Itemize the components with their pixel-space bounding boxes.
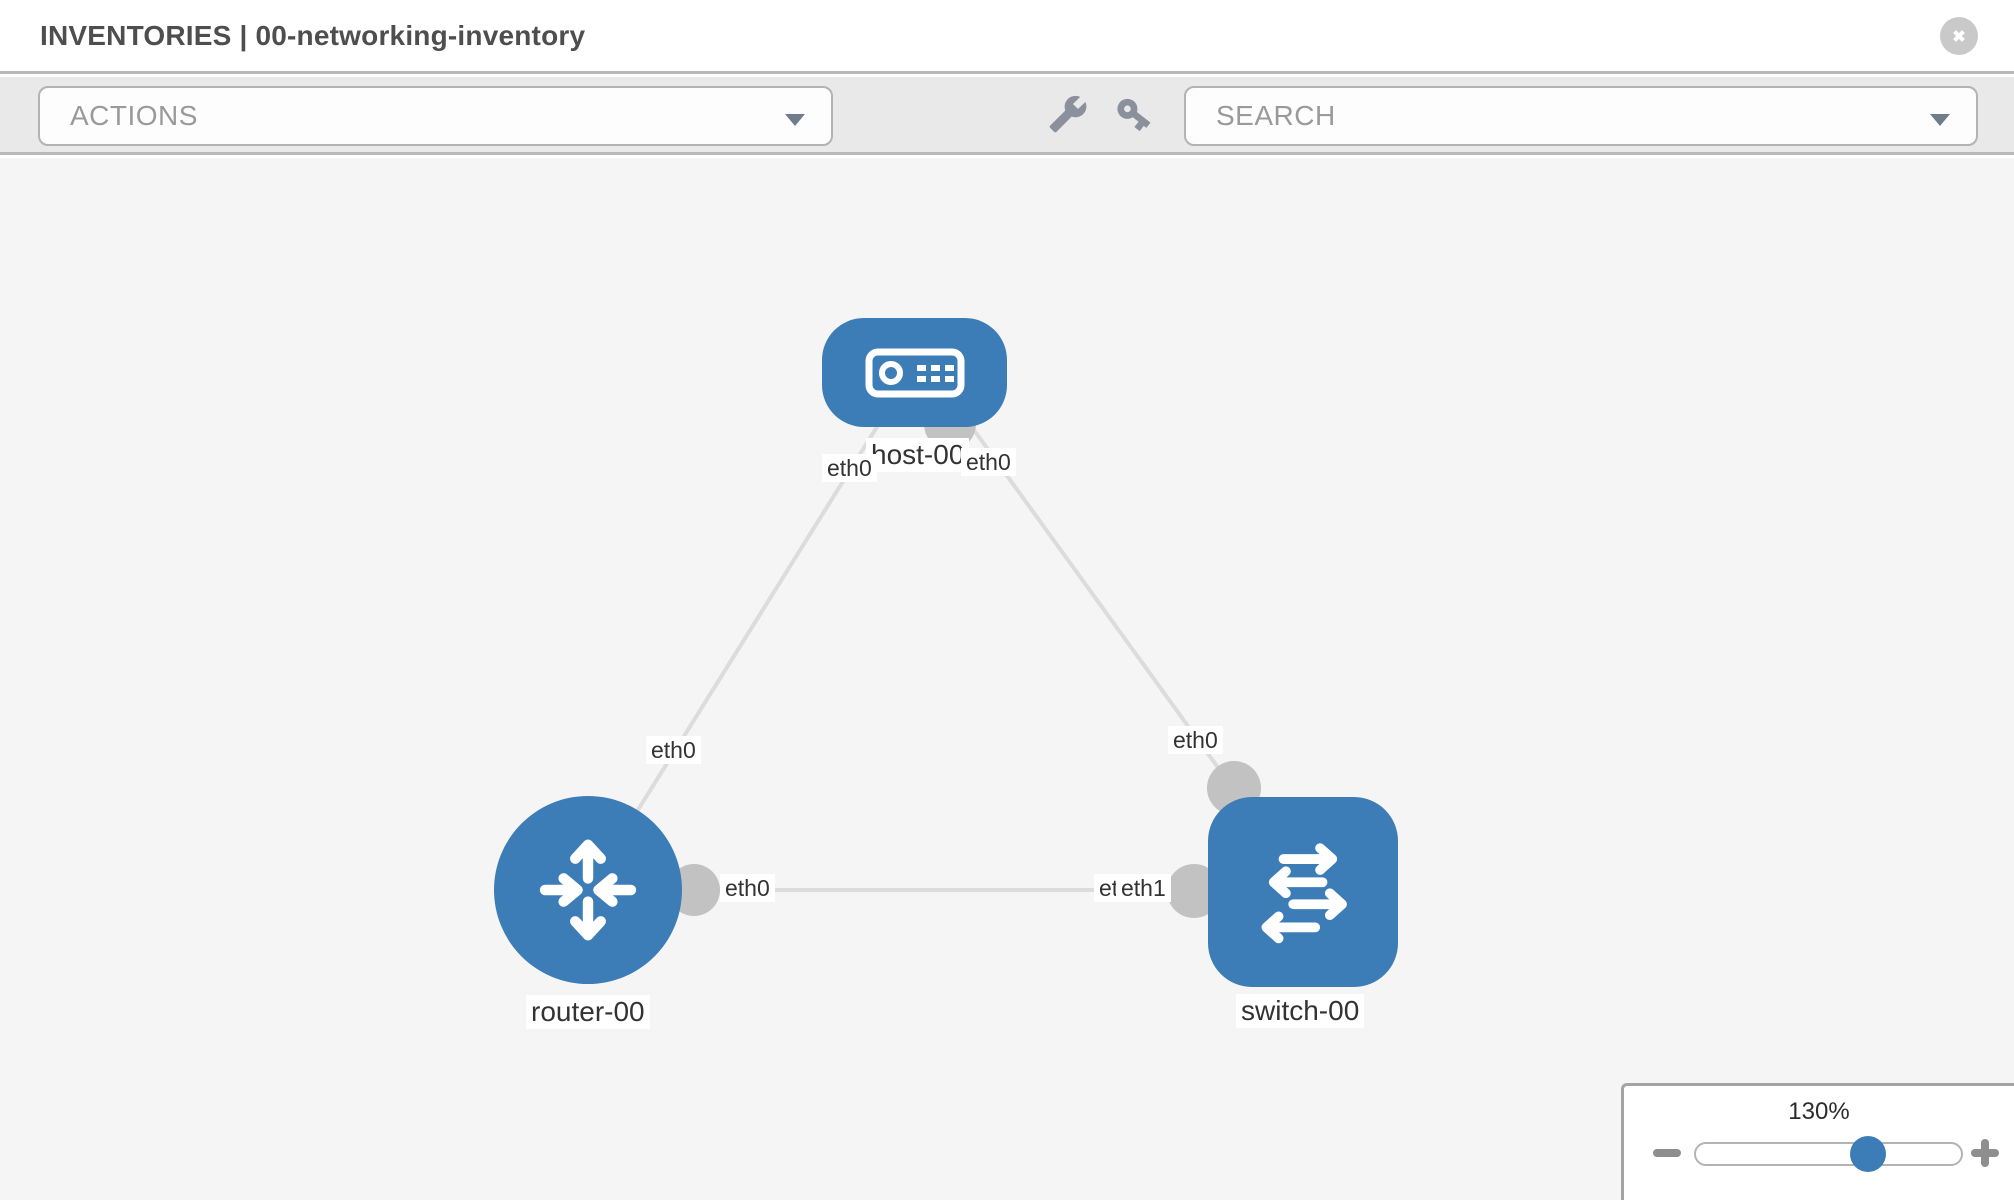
router-icon	[539, 839, 637, 941]
zoom-out-button[interactable]	[1653, 1149, 1681, 1157]
search-placeholder: SEARCH	[1216, 100, 1336, 131]
key-icon[interactable]	[1114, 94, 1154, 139]
search-dropdown[interactable]: SEARCH	[1184, 86, 1978, 146]
node-label-switch-00: switch-00	[1236, 994, 1365, 1029]
switch-icon	[1261, 843, 1347, 944]
node-host-00[interactable]	[822, 318, 1007, 427]
interface-label-eth0-switch-link: eth0	[1168, 726, 1223, 755]
wrench-icon[interactable]	[1048, 94, 1088, 139]
interface-label-eth0-host-left: eth0	[822, 454, 877, 483]
interface-label-eth0-host-right: eth0	[961, 448, 1016, 477]
links-layer	[586, 388, 1300, 918]
interface-label-eth0-router-right: eth0	[720, 874, 775, 903]
node-label-router-00: router-00	[526, 995, 650, 1030]
node-router-00[interactable]	[494, 796, 682, 984]
node-label-host-00: host-00	[866, 438, 970, 473]
actions-dropdown-label: ACTIONS	[70, 100, 198, 131]
actions-dropdown[interactable]: ACTIONS	[38, 86, 833, 146]
node-switch-00[interactable]	[1208, 797, 1398, 987]
zoom-level-value: 130%	[1788, 1098, 1850, 1125]
close-icon	[1953, 30, 1965, 42]
topology-canvas[interactable]: host-00 router-00 switch-00 eth0 eth0 et…	[0, 158, 2014, 1200]
chevron-down-icon	[785, 114, 805, 126]
zoom-control-panel: 130%	[1621, 1083, 2014, 1200]
zoom-in-button[interactable]	[1971, 1139, 1999, 1167]
chevron-down-icon	[1930, 114, 1950, 126]
toolbar: ACTIONS SEARCH	[0, 77, 2014, 155]
interface-label-eth1-switch-left: eth1	[1116, 874, 1171, 903]
interface-label-eth0-router-link: eth0	[646, 736, 701, 765]
host-icon	[865, 348, 964, 397]
zoom-slider[interactable]	[1694, 1136, 1963, 1172]
page-title: INVENTORIES | 00-networking-inventory	[40, 20, 586, 51]
zoom-slider-thumb[interactable]	[1850, 1136, 1886, 1172]
interface-dot-switch-eth1	[1167, 864, 1221, 918]
page-header: INVENTORIES | 00-networking-inventory	[0, 0, 2014, 74]
close-button[interactable]	[1940, 17, 1978, 55]
